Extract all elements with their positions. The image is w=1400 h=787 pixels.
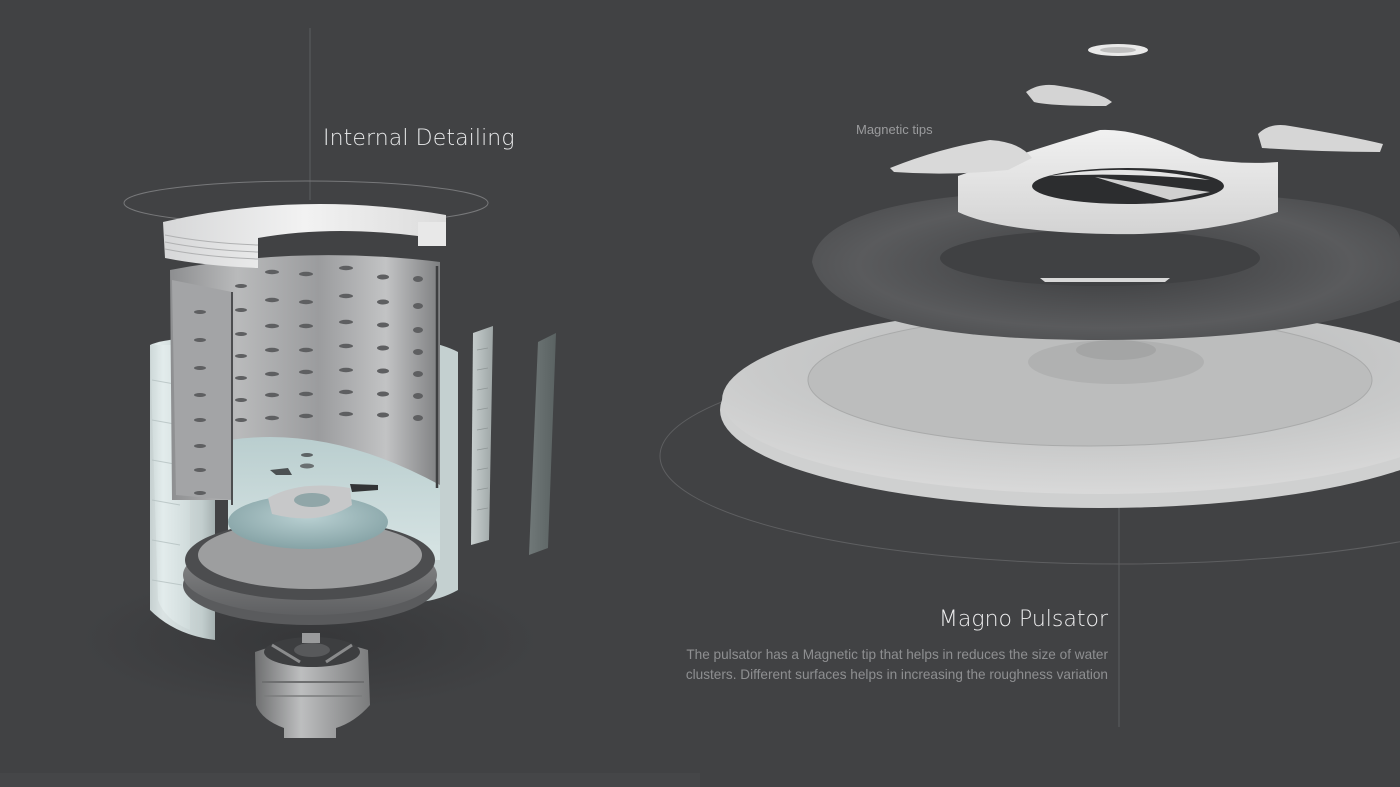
balancing-ring: [163, 204, 446, 268]
perforated-drum: [170, 255, 440, 500]
magno-pulsator-render: [659, 44, 1400, 727]
internal-detailing-render: [80, 28, 556, 738]
magnetic-tip-left: [890, 140, 1032, 174]
section-title-magno-pulsator: Magno Pulsator: [938, 607, 1108, 632]
drum-strip-light: [471, 326, 493, 545]
callout-label-magnetic-tips: Magnetic tips: [856, 122, 933, 137]
drum-strip-dark: [529, 333, 556, 555]
section-title-internal-detailing: Internal Detailing: [323, 126, 515, 151]
motor-assembly: [255, 641, 370, 738]
drum-perforations: [194, 265, 423, 495]
floor-band: [0, 773, 700, 787]
magnetic-tip-top: [1026, 84, 1112, 106]
magnetic-tip-right: [1258, 125, 1383, 152]
wash-plate: [228, 495, 388, 549]
section-description-magno-pulsator: The pulsator has a Magnetic tip that hel…: [685, 647, 1108, 682]
